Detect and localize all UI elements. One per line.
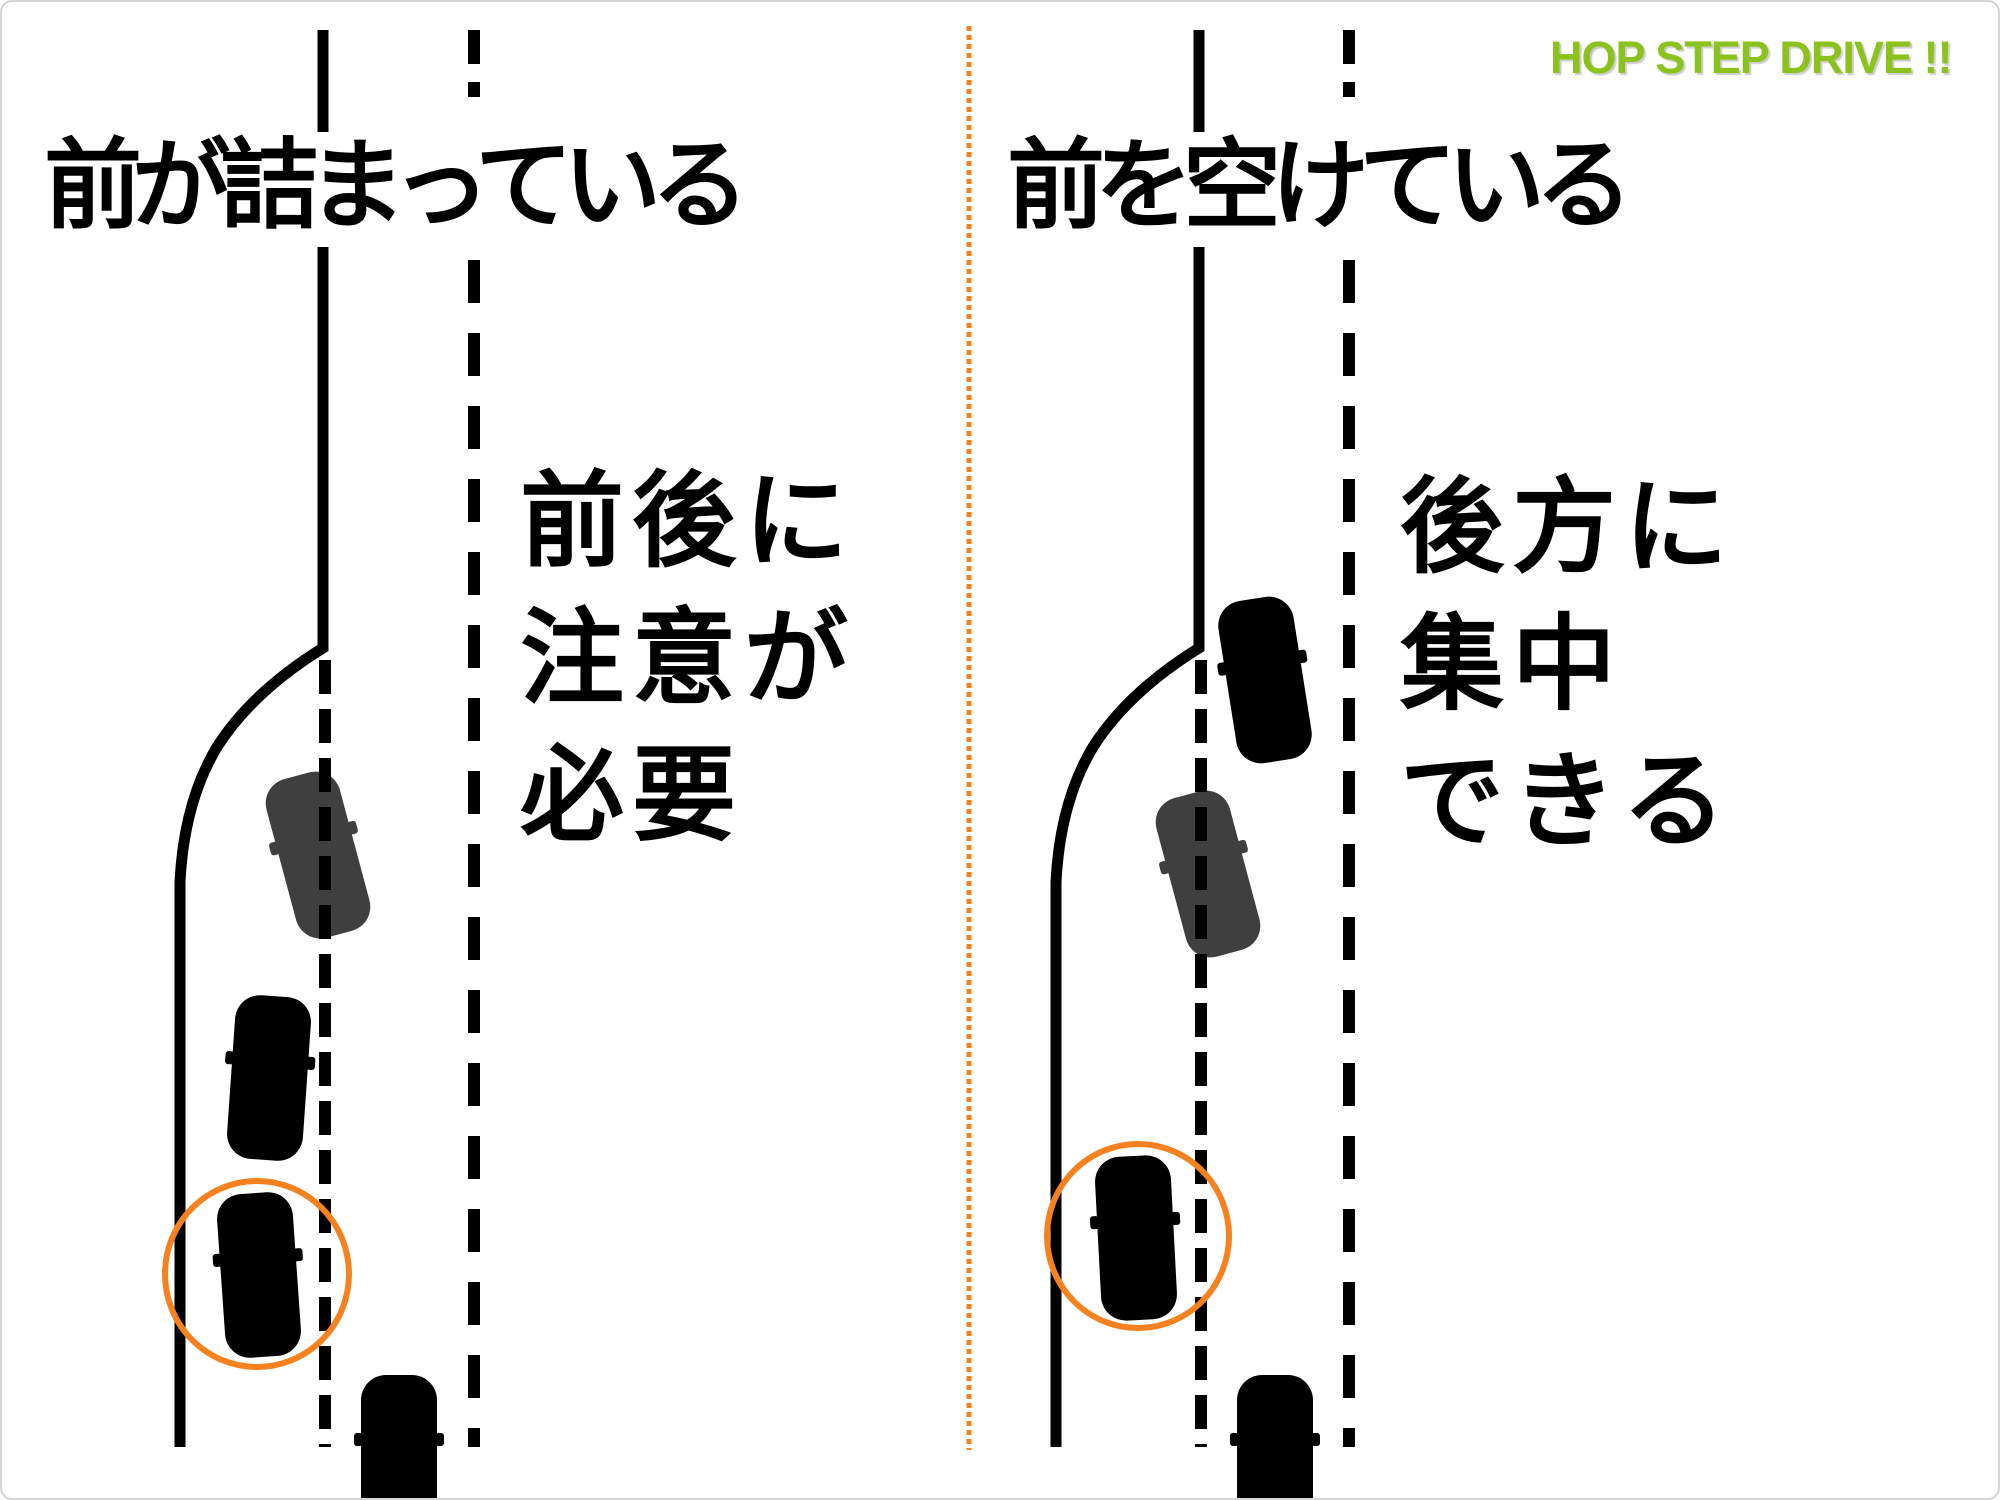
site-logo: HOP STEP DRIVE !! <box>1550 32 1952 83</box>
right-following-car <box>1230 1375 1320 1498</box>
right-note: 後方に 集中 できる <box>1400 460 1736 871</box>
right-edge-line-taper <box>1050 247 1205 1447</box>
right-lead-car <box>1207 591 1323 769</box>
left-subject-highlight-circle <box>162 1178 352 1370</box>
left-merging-car <box>253 764 383 946</box>
right-panel-title: 前を空けている <box>1007 130 1633 240</box>
left-note: 前後に 注意が 必要 <box>520 454 856 865</box>
left-subject-car <box>208 1190 310 1360</box>
left-lead-car <box>218 993 320 1163</box>
left-edge-line-taper <box>174 247 329 1447</box>
right-note-line-2: 集中 <box>1400 607 1625 723</box>
right-subject-car <box>1086 1153 1186 1323</box>
left-following-car <box>354 1375 444 1498</box>
left-note-line-1: 前後に <box>520 464 857 580</box>
right-note-line-1: 後方に <box>1400 470 1737 586</box>
left-panel-title: 前が詰まっている <box>44 130 749 240</box>
right-merging-car <box>1143 783 1273 965</box>
right-note-line-3: できる <box>1400 744 1734 860</box>
left-note-line-3: 必要 <box>520 738 745 854</box>
left-note-line-2: 注意が <box>520 601 857 717</box>
right-subject-highlight-circle <box>1044 1141 1232 1331</box>
